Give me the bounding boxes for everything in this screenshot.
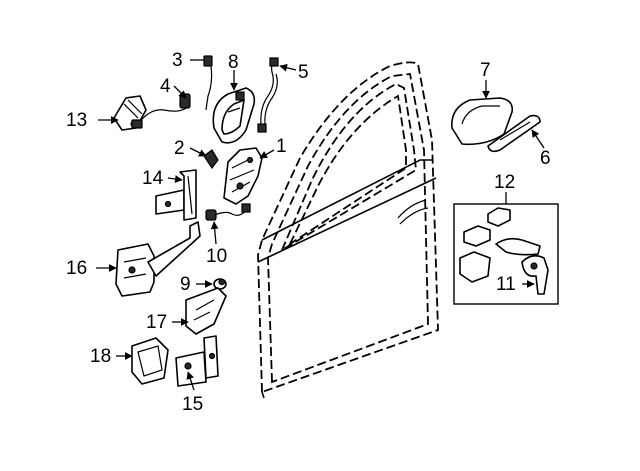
part-15-hinge-plate <box>175 335 219 387</box>
callout-12: 12 <box>494 172 515 193</box>
part-6-outside-handle <box>487 114 541 153</box>
callout-18: 18 <box>90 346 111 367</box>
part-18-pad <box>131 337 169 385</box>
callout-2: 2 <box>174 138 185 159</box>
part-16-door-check <box>115 221 201 297</box>
callout-leaders <box>96 59 545 391</box>
callout-7: 7 <box>480 60 491 81</box>
callout-13: 13 <box>66 110 87 131</box>
part-1-lock-actuator <box>223 147 263 205</box>
callout-8: 8 <box>228 52 239 73</box>
callout-3: 3 <box>172 50 183 71</box>
part-14-hinge <box>155 169 197 221</box>
part-10-sensor <box>205 203 251 221</box>
part-17-bracket <box>185 287 227 335</box>
door-shell <box>257 61 439 399</box>
callout-10: 10 <box>206 246 227 267</box>
part-3-rod <box>203 55 213 111</box>
part-7-handle-cover <box>451 97 514 146</box>
callout-5: 5 <box>298 62 309 83</box>
callout-1: 1 <box>276 136 287 157</box>
callout-labels: 3 4 13 8 5 2 1 14 10 16 9 17 18 15 7 6 1… <box>66 50 551 415</box>
callout-9: 9 <box>180 274 191 295</box>
part-8-inside-handle <box>212 87 256 144</box>
callout-15: 15 <box>182 394 203 415</box>
callout-4: 4 <box>160 76 171 97</box>
callout-11: 11 <box>496 274 516 295</box>
part-9-grommet <box>213 278 227 290</box>
part-2-clip <box>203 149 219 170</box>
callout-14: 14 <box>142 168 164 189</box>
part-12-key-set <box>453 203 559 305</box>
callout-16: 16 <box>66 258 87 279</box>
callout-17: 17 <box>146 312 167 333</box>
callout-6: 6 <box>540 148 551 169</box>
part-5-cable <box>257 57 279 133</box>
